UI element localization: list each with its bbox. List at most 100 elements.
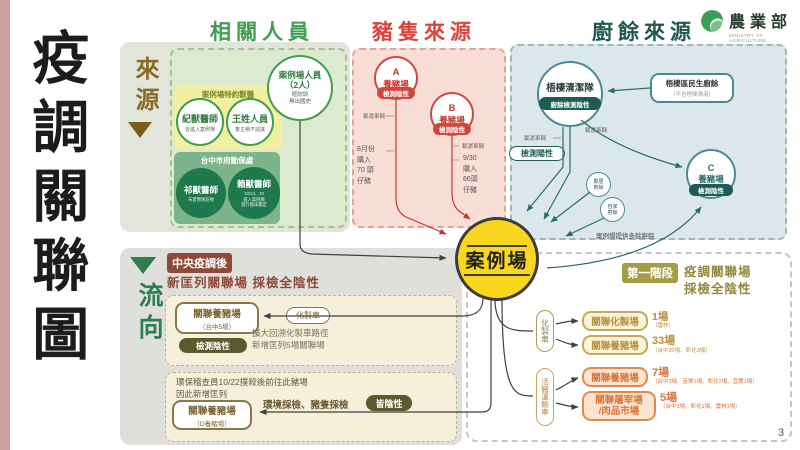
arrow-to-stage-item-2 [555,338,579,348]
left-accent-bar [0,0,10,450]
municipal-waste-note: （不含梧棲漁港） [669,92,714,98]
header-pig-source: 豬隻來源 [372,21,476,44]
header-waste-source: 廚餘來源 [592,21,696,44]
arrow-cleaner-to-case-1 [526,127,564,212]
stage1-item-pig-farms-7-note: （台中3場、苗栗1場、彰化2場、宜蘭1場） [652,379,758,385]
stage1-item-rendering-plant-count: 1場 [652,311,669,323]
transport-vehicle-label-left: 載運車輛 [524,136,547,142]
waste-negative-badge: 廚餘檢測陰性 [539,97,601,110]
vet-qi-node: 祁獸醫師 未曾實地訪視 [176,168,226,218]
transport-vehicle-label-b: 載運車輛 [462,144,485,150]
arrow-to-stage-item-3 [555,377,579,391]
flow-header-text: 新匡列關聯場 採檢全陰性 [167,276,320,290]
arrow-own-waste-to-case [565,217,605,237]
live-pig-truck-oval: 活豬運輸車 [536,368,554,426]
sampling-line-text: 環境採檢、豬隻採檢 [263,400,349,411]
related-pig-farms-label: 關聯養豬場 [193,308,241,320]
case-farm-staff-note: 經訪談 無出國史 [288,91,311,106]
positive-test-badge: 檢測陽性 [509,146,565,161]
arrow-to-stage-item-1 [555,318,579,325]
own-waste-node: 自家 廚餘 [600,197,625,222]
flow-down-triangle-icon [130,257,156,274]
rendering-truck-oval-stage1: 化製車 [536,310,554,352]
stage1-item-rendering-plant-note: （雲林） [652,323,675,329]
farm-b-purchase-note: 9/30 購入 66頭 仔豬 [463,155,478,194]
vet-lai-name: 賴獸醫師 [236,179,271,190]
person-wang-node: 王姓人員 畜主稱不認識 [226,98,274,146]
inspector-note: 環保稽查員10/22撲殺後前往此豬場 因此新增匡列 [176,377,308,399]
vet-ji-name: 紀獸醫師 [181,113,218,124]
stage1-badge: 第一階段 [622,263,678,283]
municipal-waste-name: 梧棲區民生廚餘 [665,79,719,88]
tick-marks [386,115,561,161]
farm-a-purchase-note: 8月份 購入 70 頭 仔豬 [357,146,375,185]
rendering-truck-note: 擴大回溯化製車路徑 新增匡列5場關聯場 [252,328,329,351]
municipal-waste-node: 梧棲區民生廚餘 （不含梧棲漁港） [650,73,734,103]
stage1-title: 疫調關聯場 採檢全陰性 [684,265,752,296]
city-animal-protection-title: 台中市府動保處 [200,156,254,165]
stage1-item-slaughterhouse: 關聯屠宰場 /肉品市場 [582,391,656,421]
central-investigation-badge: 中央疫調後 [167,253,232,273]
stage1-item-pig-farms-33: 關聯養豬場 [582,335,648,355]
arrow-municipal-to-cleaner [607,87,651,94]
arrow-staff-to-case [299,121,447,261]
ministry-logo-name: 農業部 [729,14,793,31]
arrow-farm-a-to-case [395,100,447,235]
stage1-item-pig-farms-33-count: 33場 [652,335,676,347]
all-negative-badge: 皆陰性 [366,395,412,411]
case-farm-staff-node: 案例場人員 （2人） 經訪談 無出國史 [267,55,333,121]
line-case-to-live-pig-truck [501,298,534,397]
ministry-logo-icon [699,8,725,39]
neighbor-waste-node: 鄰居 廚餘 [586,172,611,197]
page-number: 3 [778,427,785,439]
arrow-case-to-farm-d [259,300,492,415]
stage1-item-rendering-plant: 關聯化製場 [582,311,648,331]
stage1-item-slaughterhouse-note: （台中3場、彰化1場、雲林1場） [660,404,741,410]
case-farm-label: 案例場 [465,250,529,272]
farm-b-letter: B [448,102,456,114]
farm-c-negative-badge: 檢測陰性 [689,184,733,196]
arrow-neighbor-waste-to-case [550,191,591,223]
transport-vehicle-label-a: 載運車輛 [362,114,385,120]
case-farm-surplus-waste-label: 案例場提供多餘廚餘 [596,233,655,240]
farm-a-type: 養豬場 [383,78,409,89]
related-pig-farms-sublabel: （台中5場） [198,323,236,331]
source-label: 來源 [131,56,158,118]
wuqi-cleaning-team-node: 梧棲清潔隊 [537,61,603,127]
case-farm-node: 案例場 [455,217,539,301]
contract-vet-group-title: 案例場特約獸醫 [201,90,255,99]
page-title: 疫調關聯圖 [23,28,88,373]
arrow-case-to-rendering-farms [263,297,484,319]
case-farm-decor-line [467,245,527,247]
vet-ji-note: 曾進入案例場 [184,126,215,133]
source-down-triangle-icon [128,122,152,138]
line-case-to-render-truck [494,298,534,332]
ministry-logo-subtitle: MINISTRY OF AGRICULTURE [729,33,767,43]
case-farm-staff-name: 案例場人員 （2人） [278,69,322,91]
person-wang-note: 畜主稱不認識 [234,126,265,133]
wuqi-cleaning-team-name: 梧棲清潔隊 [546,83,594,94]
farm-c-letter: C [707,163,715,173]
vet-qi-name: 祁獸醫師 [183,184,218,195]
stage1-item-pig-farms-7-count: 7場 [652,367,670,379]
header-related-people: 相關人員 [210,21,314,44]
farm-b-negative-badge: 檢測陰性 [433,123,471,135]
related-pig-farms-taichung5-node: 關聯養豬場 （台中5場） [175,302,259,334]
ministry-logo: 農業部 MINISTRY OF AGRICULTURE [699,8,800,43]
stage1-item-pig-farms-7: 關聯養豬場 [582,367,648,387]
stage1-item-pig-farms-33-note: （台中30場、彰化3場） [652,348,711,354]
arrow-cleaner-to-farm-c [580,119,683,169]
arrow-case-to-farm-c-feedback [546,206,702,269]
vet-lai-node: 賴獸醫師 10/14、20 進入案例場 進行臨床鑑定 [228,167,280,219]
stage1-item-slaughterhouse-count: 5場 [660,392,678,404]
related-pig-farm-d-sublabel: （D養豬場） [193,420,231,428]
farm-c-type: 養豬場 [698,174,724,184]
case-farm-decor-line [464,274,530,276]
vet-ji-node: 紀獸醫師 曾進入案例場 [176,98,224,146]
person-wang-name: 王姓人員 [231,113,268,124]
negative-test-badge: 檢測陰性 [179,338,247,353]
vet-lai-note: 10/14、20 進入案例場 進行臨床鑑定 [241,191,267,208]
flow-label: 流向 [135,282,163,346]
arrow-farm-b-to-case [451,136,471,220]
